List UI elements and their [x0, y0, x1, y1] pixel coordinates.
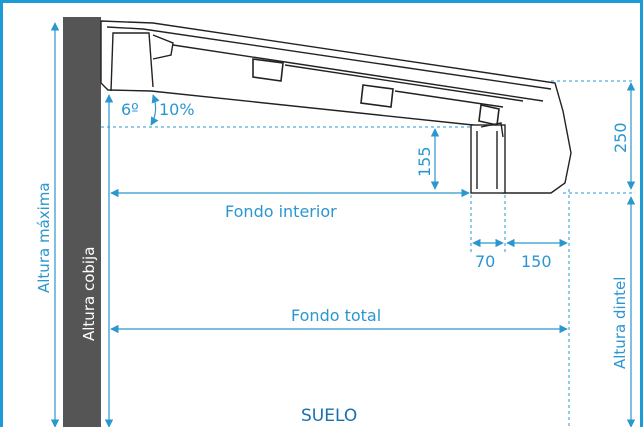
wall	[63, 17, 101, 427]
angle-high-label: 10%	[159, 100, 195, 119]
altura-dintel-label: Altura dintel	[611, 277, 629, 369]
angle-low-label: 6º	[121, 100, 139, 119]
angle-arc	[150, 94, 160, 126]
dim-150-label: 150	[521, 252, 552, 271]
awning-cassette	[100, 20, 572, 194]
fondo-total-label: Fondo total	[291, 306, 381, 325]
front-profile	[470, 122, 506, 194]
fondo-interior-label: Fondo interior	[225, 202, 337, 221]
altura-cobija-label: Altura cobija	[80, 247, 98, 341]
diagram-canvas: Altura cobija 6º 10% 155 250 Fondo inter…	[35, 17, 636, 427]
dim-155-label: 155	[415, 146, 434, 177]
altura-maxima-label: Altura máxima	[35, 182, 53, 293]
floor-label: SUELO	[301, 406, 357, 426]
dim-70-label: 70	[475, 252, 495, 271]
dim-250-label: 250	[611, 122, 630, 153]
